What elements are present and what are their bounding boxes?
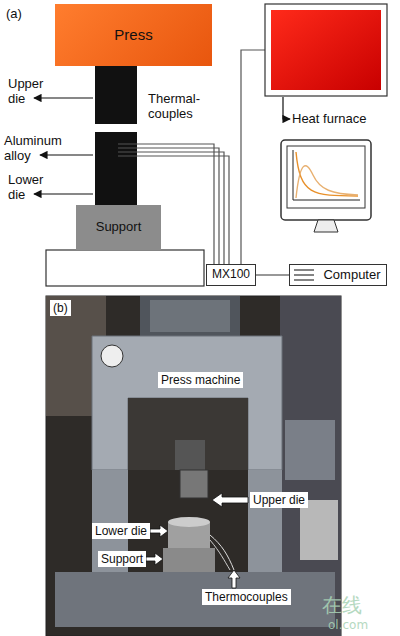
press-table <box>55 572 335 627</box>
lower-die-top <box>168 517 210 527</box>
computer-box: Computer <box>289 264 387 286</box>
furnace-frame <box>265 4 387 96</box>
leader-arrow <box>283 97 290 119</box>
pointer-arrow <box>228 570 240 588</box>
photo-background <box>46 296 341 636</box>
panel-label: (a) <box>6 6 36 21</box>
computer-slot <box>294 274 314 275</box>
chart-curve <box>296 166 358 198</box>
node-text: Press <box>114 27 152 44</box>
watermark: 在线 <box>322 592 362 619</box>
monitor <box>281 140 371 220</box>
part-label: Upper die <box>8 76 50 106</box>
press-box: Press <box>55 4 212 66</box>
photo-label: Thermocouples <box>202 589 291 605</box>
photo-label: Press machine <box>158 372 243 388</box>
leader-arrow <box>34 193 93 194</box>
support-box: Support <box>76 205 161 250</box>
frame-post <box>248 470 282 580</box>
upper-die <box>95 66 137 124</box>
leader-arrow <box>40 154 93 155</box>
logger-box: MX100 <box>206 264 256 286</box>
connector-line <box>256 274 289 275</box>
leader-arrow <box>34 97 93 98</box>
watermark: ol.com <box>328 618 368 632</box>
press-base <box>46 250 204 286</box>
furnace-chamber <box>271 10 381 90</box>
photo-equipment <box>285 420 335 480</box>
computer-slot <box>294 269 314 270</box>
photo-label: Lower die <box>92 523 150 539</box>
pointer-arrow <box>146 553 163 565</box>
thermocouple-wire <box>210 535 234 570</box>
lower-die <box>95 132 137 205</box>
press-frame <box>92 336 282 470</box>
monitor-stand <box>314 220 338 232</box>
part-label: Lower die <box>8 172 50 202</box>
node-text: Support <box>96 220 142 234</box>
press-cylinder <box>150 300 230 332</box>
press-cylinder <box>140 296 240 336</box>
monitor-screen <box>287 146 365 208</box>
panel-label: (b) <box>50 300 71 316</box>
photo-label: Support <box>98 551 146 567</box>
computer-slot <box>294 279 314 280</box>
press-ram <box>175 440 205 470</box>
upper-die-photo <box>180 470 208 498</box>
part-label: Aluminum alloy <box>4 133 66 163</box>
pointer-arrow <box>150 525 168 537</box>
photo-label: Upper die <box>250 492 308 508</box>
node-text: MX100 <box>212 268 250 281</box>
chart-axes <box>293 150 360 200</box>
press-opening <box>128 398 248 470</box>
support-photo <box>163 548 215 572</box>
photo-equipment <box>300 500 338 560</box>
pointer-arrow <box>212 493 248 507</box>
part-label: Heat furnace <box>292 111 392 126</box>
thermocouple-wire <box>210 540 230 570</box>
node-text: Computer <box>323 268 380 282</box>
pressure-gauge <box>101 345 123 367</box>
furnace-wire <box>241 50 265 264</box>
part-label: Thermal- couples <box>148 91 210 121</box>
